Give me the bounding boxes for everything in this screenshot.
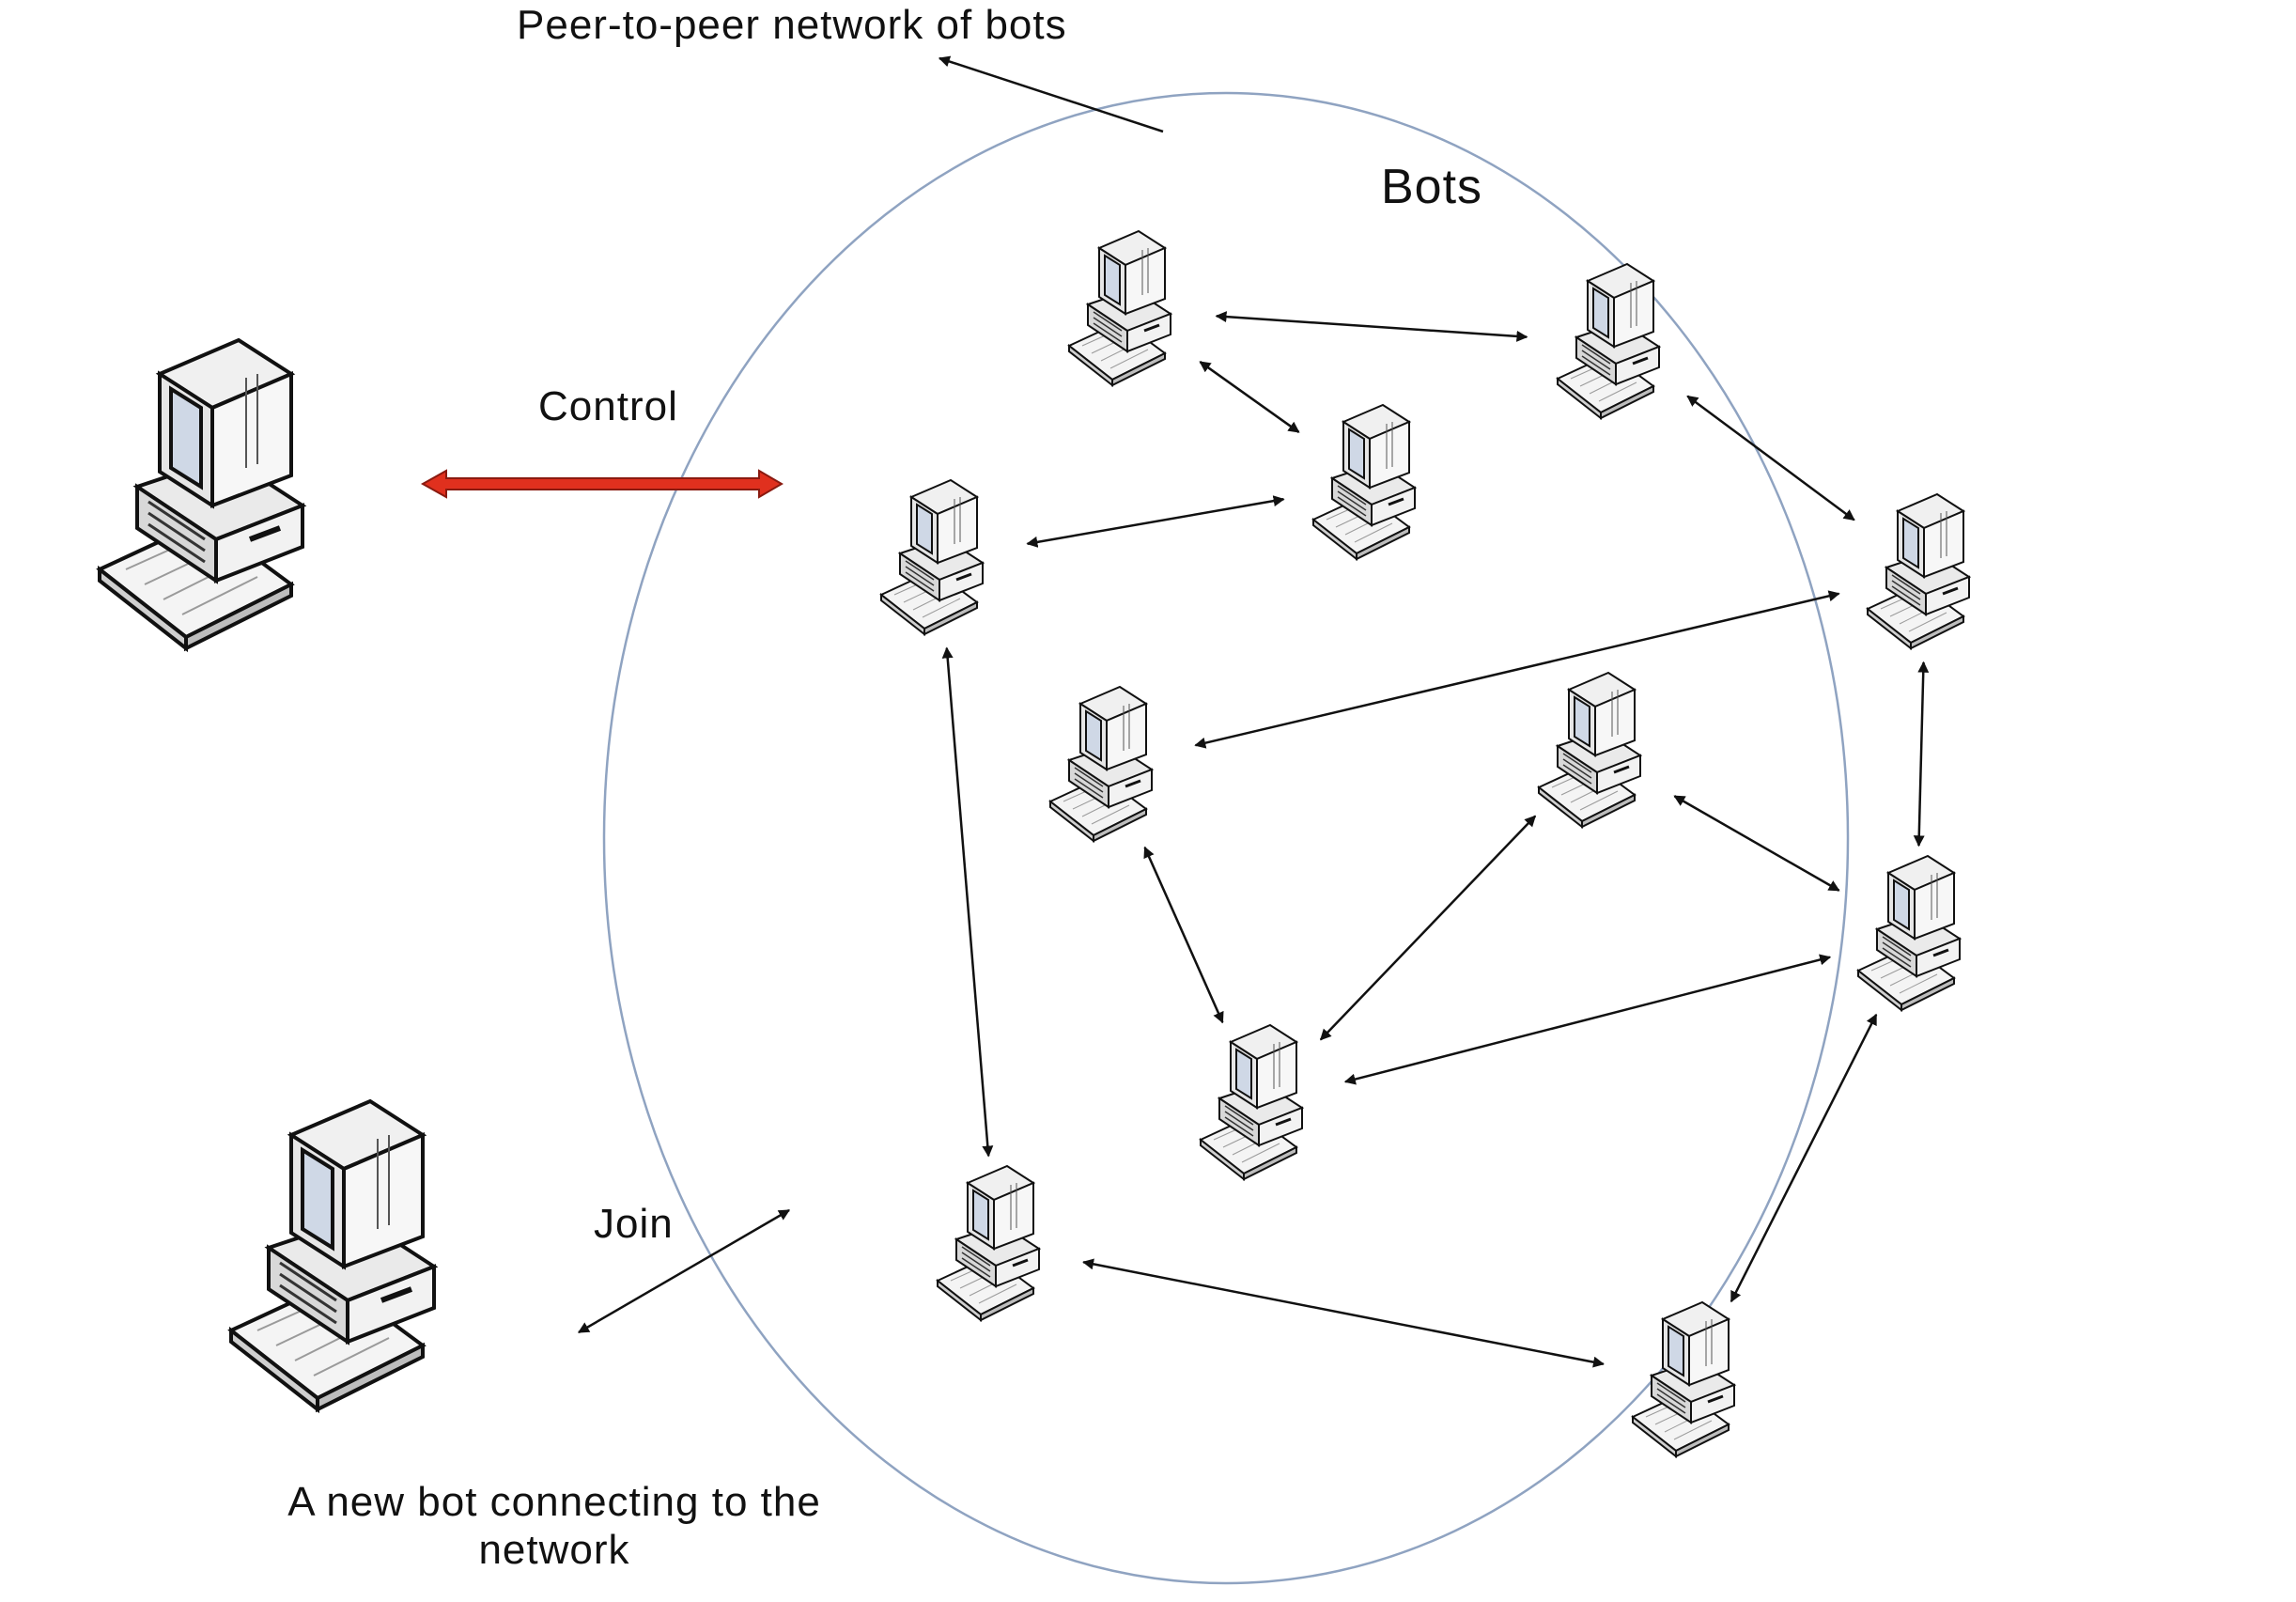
- bot-computer-icon: [1556, 262, 1661, 420]
- bot-computer-icon: [936, 1164, 1041, 1322]
- bot-computer-icon: [1199, 1023, 1304, 1181]
- bot-computer-icon: [1048, 685, 1154, 843]
- peer-link-arrow: [1343, 954, 1832, 1085]
- peer-link-arrow: [1026, 495, 1285, 548]
- peer-link-arrow: [1730, 1013, 1878, 1303]
- new-bot-computer-icon: [231, 1101, 434, 1409]
- peer-link-arrow: [1215, 311, 1528, 342]
- peer-link-arrow: [1673, 795, 1840, 892]
- bot-computer-icon: [1866, 492, 1971, 650]
- bot-computer-icon: [1631, 1300, 1736, 1458]
- bot-computer-icon: [1537, 671, 1642, 829]
- peer-link-arrow: [1143, 846, 1224, 1024]
- peer-link-arrow: [1082, 1258, 1605, 1368]
- peer-link-arrow: [1913, 661, 1930, 848]
- control-label: Control: [538, 383, 678, 429]
- peer-link-arrow: [1686, 395, 1855, 521]
- join-label: Join: [594, 1201, 674, 1247]
- peer-link-arrow: [1194, 590, 1840, 749]
- controller-computer-icon: [100, 340, 303, 648]
- bots-label: Bots: [1381, 160, 1483, 214]
- peer-link-arrow: [1199, 361, 1300, 433]
- diagram-title: Peer-to-peer network of bots: [517, 2, 1067, 48]
- bot-computer-icon: [1856, 854, 1962, 1012]
- title-pointer-arrow: [938, 55, 1164, 133]
- join-arrow: [577, 1208, 791, 1334]
- bot-computer-icon: [1067, 229, 1172, 387]
- peer-link-arrow: [941, 646, 994, 1158]
- bot-computer-icon: [1311, 403, 1417, 561]
- bot-computer-icon: [879, 478, 985, 636]
- control-arrow: [420, 469, 783, 499]
- peer-link-arrow: [1319, 815, 1537, 1041]
- bot-network-boundary: [602, 91, 1850, 1585]
- new-bot-label: A new bot connecting to the network: [287, 1479, 821, 1573]
